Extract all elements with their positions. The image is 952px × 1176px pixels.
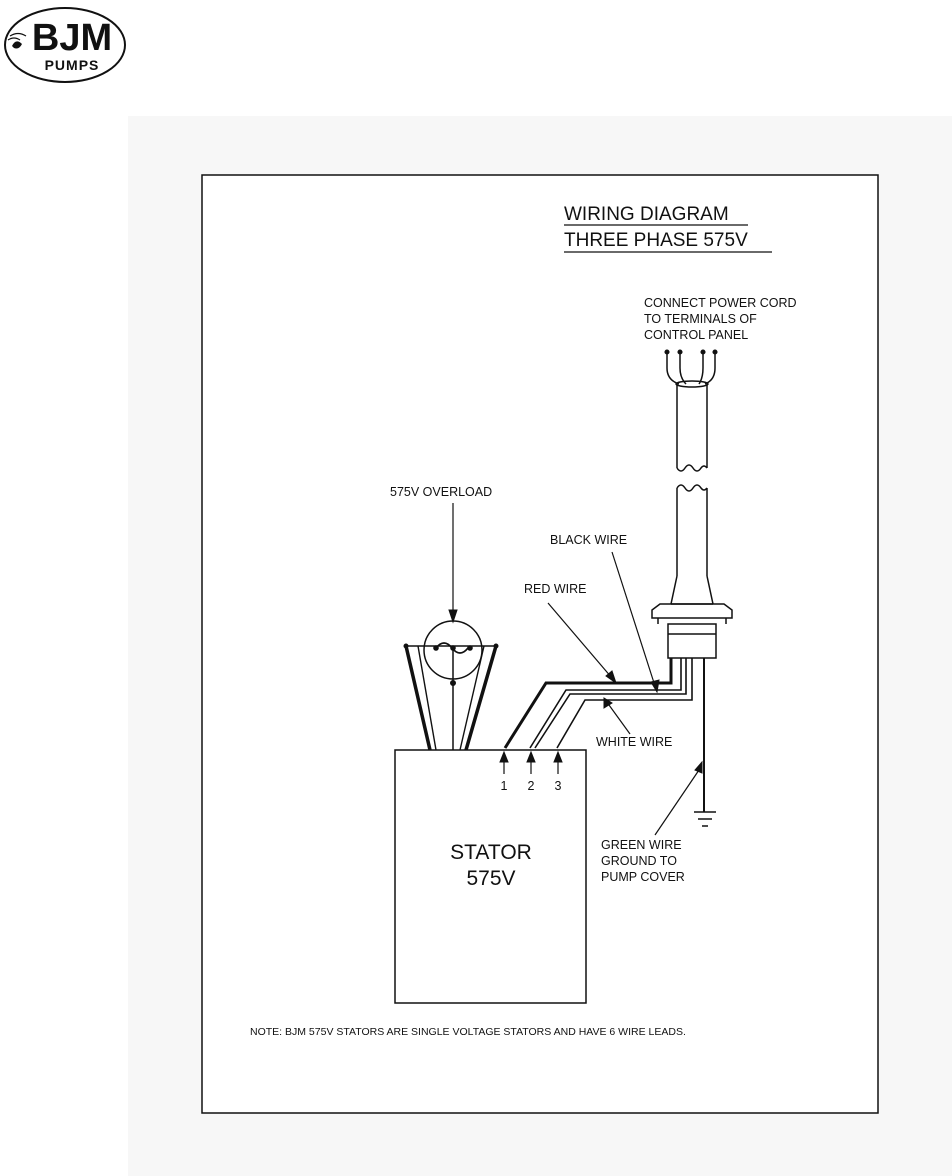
power-cord-line-2: TO TERMINALS OF [644, 312, 757, 326]
overload-label: 575V OVERLOAD [390, 485, 492, 499]
logo-swirl-icon [12, 41, 22, 49]
stator-box [394, 749, 587, 1004]
green-wire-arrow [654, 760, 703, 836]
red-wire-label: RED WIRE [524, 582, 587, 596]
green-wire-line-1: GREEN WIRE [601, 838, 682, 852]
stator-label: STATOR [450, 841, 532, 864]
power-cord-line-3: CONTROL PANEL [644, 328, 748, 342]
ground-wire [694, 658, 716, 827]
red-wire-arrow [547, 602, 617, 685]
title-line-1: WIRING DIAGRAM [564, 204, 729, 225]
overload-arrow [448, 503, 458, 624]
terminal-arrows [499, 750, 563, 774]
note-text: NOTE: BJM 575V STATORS ARE SINGLE VOLTAG… [250, 1026, 686, 1038]
green-wire-line-2: GROUND TO [601, 854, 677, 868]
logo-sub: PUMPS [45, 57, 100, 73]
white-wire-label: WHITE WIRE [596, 735, 672, 749]
terminal-1: 1 [501, 779, 508, 793]
black-wire-label: BLACK WIRE [550, 533, 627, 547]
phase-wires [503, 658, 693, 749]
stator-voltage: 575V [466, 867, 515, 890]
terminal-3: 3 [555, 779, 562, 793]
terminal-2: 2 [528, 779, 535, 793]
diagram-title: WIRING DIAGRAM THREE PHASE 575V [564, 204, 772, 253]
power-cord [651, 349, 733, 659]
power-cord-line-1: CONNECT POWER CORD [644, 296, 797, 310]
power-cord-label: CONNECT POWER CORD TO TERMINALS OF CONTR… [644, 296, 800, 342]
logo-brand: BJM [32, 17, 112, 59]
white-wire-arrow [603, 697, 631, 735]
green-wire-label: GREEN WIRE GROUND TO PUMP COVER [601, 838, 685, 884]
title-line-2: THREE PHASE 575V [564, 230, 748, 251]
green-wire-line-3: PUMP COVER [601, 870, 685, 884]
bjm-pumps-logo: BJM PUMPS [4, 7, 126, 83]
black-wire-arrow [611, 551, 660, 694]
